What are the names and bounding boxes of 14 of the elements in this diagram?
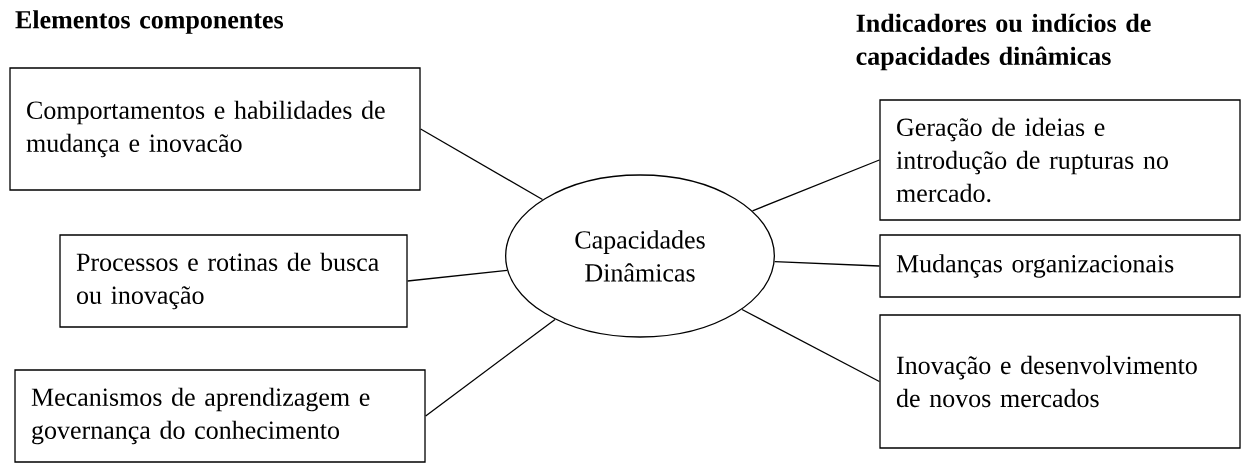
connector-line <box>420 128 544 201</box>
text-box: Mudanças organizacionais <box>879 234 1241 298</box>
heading: Elementos componentes <box>15 10 283 34</box>
text-box: Comportamentos e habilidades de mudança e inovacão <box>9 67 421 191</box>
text-box: Inovação e desenvolvimento de novos mercados <box>879 314 1241 449</box>
text-box: Processos e rotinas de busca ou inovação <box>59 234 408 328</box>
text-box: Mecanismos de aprendizagem e governança do conhecimento <box>14 369 426 463</box>
connector-line <box>407 269 508 282</box>
heading: Indicadores ou indícios de capacidades dinâmicas <box>856 13 1151 71</box>
connector-line <box>774 261 880 267</box>
connector-line <box>425 318 556 417</box>
connector-line <box>741 308 880 383</box>
text-box: Geração de ideias e introdução de rupturas no mercado. <box>879 99 1241 221</box>
connector-line <box>751 159 880 212</box>
